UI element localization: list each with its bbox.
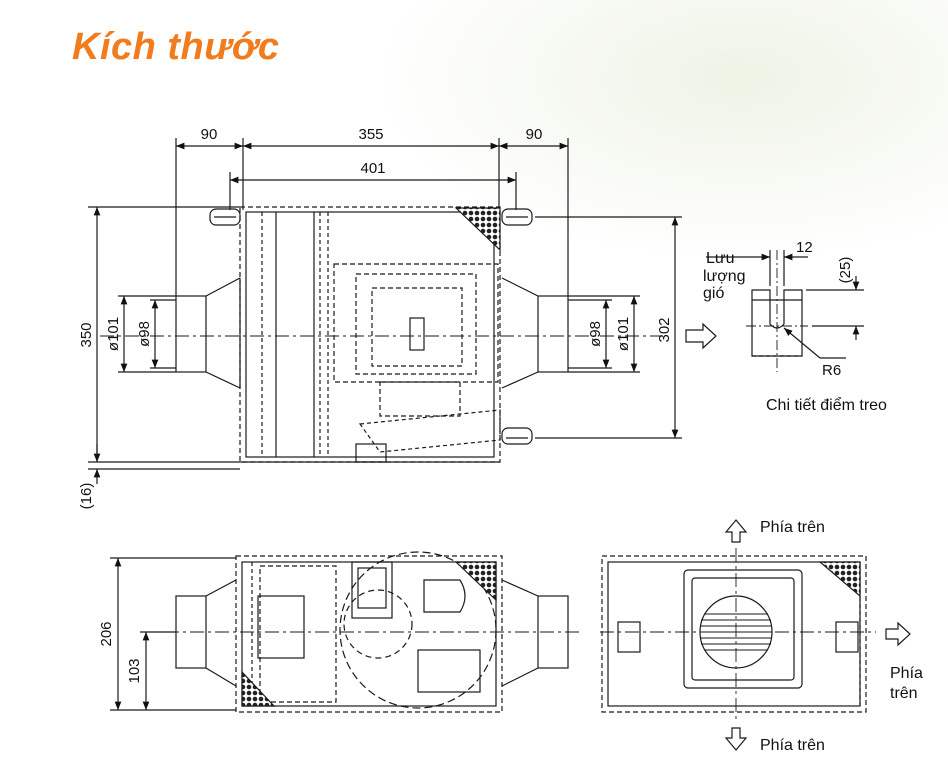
dim-slot-width: 12	[796, 239, 813, 256]
dim-width-right: 90	[526, 126, 543, 143]
dim-width-mid: 355	[358, 126, 383, 143]
label-top-down: Phía trên	[760, 737, 825, 754]
flow-label-line1: Lưu	[706, 250, 735, 267]
arrow-down-icon	[724, 727, 748, 751]
arrow-right-icon	[685, 322, 717, 350]
page-title: Kích thước	[72, 26, 280, 68]
dim-diameter-left-inner: ø98	[136, 321, 153, 347]
dim-diameter-left-outer: ø101	[105, 317, 122, 351]
front-view	[600, 519, 911, 751]
dim-side-half: 103	[126, 658, 143, 683]
dim-height-bottom: (16)	[78, 483, 95, 510]
label-right-line2: trên	[890, 685, 918, 702]
label-right-line1: Phía	[890, 665, 923, 682]
hanger-detail	[685, 250, 864, 372]
flow-label-line2: lượng	[703, 268, 746, 285]
detail-caption: Chi tiết điểm treo	[766, 396, 887, 414]
dim-width-inner: 401	[360, 160, 385, 177]
dim-height-hang: 302	[656, 317, 673, 342]
dim-radius: R6	[822, 362, 841, 379]
dim-side-height: 206	[98, 621, 115, 646]
dim-diameter-right-inner: ø98	[587, 321, 604, 347]
label-top-up: Phía trên	[760, 519, 825, 536]
dim-diameter-right-outer: ø101	[615, 317, 632, 351]
dim-width-left: 90	[201, 126, 218, 143]
arrow-up-icon	[724, 519, 748, 543]
top-view	[88, 138, 682, 484]
side-view	[110, 551, 580, 713]
flow-label-line3: gió	[703, 285, 724, 302]
arrow-right-icon	[885, 621, 911, 647]
dim-height-total: 350	[78, 322, 95, 347]
dim-slot-height: (25)	[837, 257, 854, 284]
